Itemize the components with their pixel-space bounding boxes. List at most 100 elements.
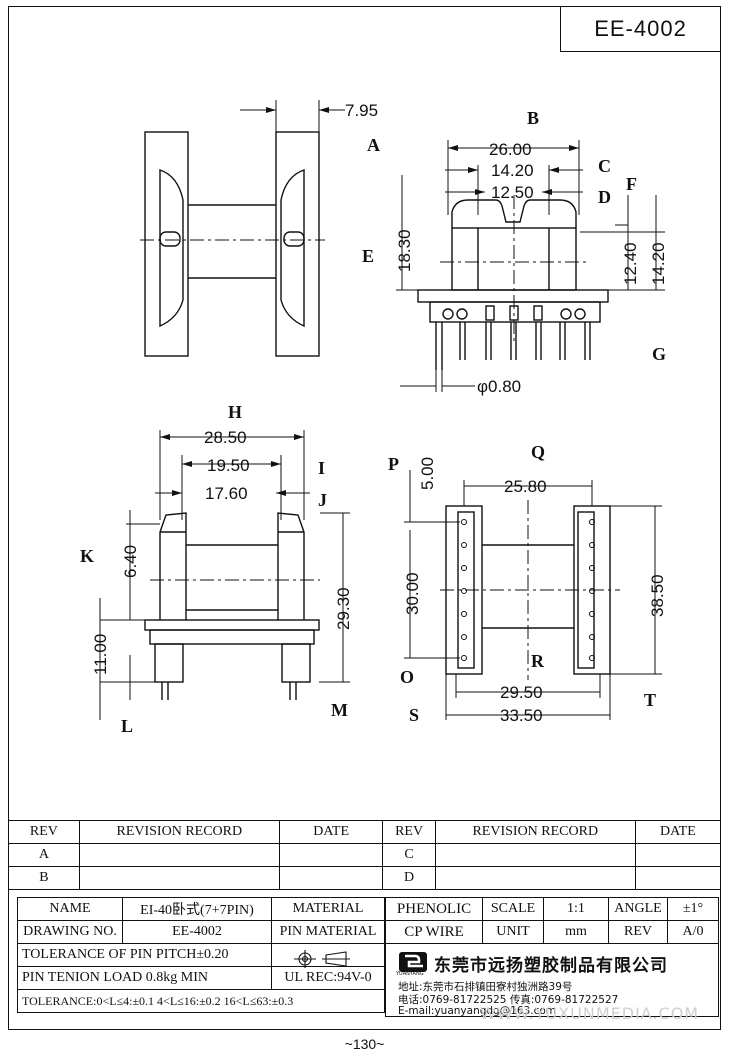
dim-29-50: 29.50: [500, 683, 543, 702]
dim-30-00: 30.00: [403, 572, 422, 615]
dim-26-00: 26.00: [489, 140, 532, 159]
date-cell: [634, 843, 722, 867]
pin-material-label: PIN MATERIAL: [271, 920, 385, 944]
company-address: 地址:东莞市石排镇田寮村独洲路39号: [398, 981, 573, 993]
label-i: I: [318, 458, 325, 478]
pin-load: PIN TENION LOAD 0.8kg MIN: [17, 966, 272, 990]
dim-14-20: 14.20: [491, 161, 534, 180]
dim-7-95: 7.95: [345, 101, 378, 120]
title-block-right: PHENOLIC SCALE 1:1 ANGLE ±1° CP WIRE UNI…: [385, 897, 719, 1017]
revision-table: REV REVISION RECORD DATE REV REVISION RE…: [8, 820, 722, 890]
ul-rec: UL REC:94V-0: [271, 966, 385, 990]
dim-14-20-right: 14.20: [649, 242, 668, 285]
dim-25-80: 25.80: [504, 477, 547, 496]
dim-11-00: 11.00: [91, 634, 110, 675]
label-k: K: [80, 546, 94, 566]
label-l: L: [121, 716, 133, 736]
rev-label: REV: [608, 920, 668, 944]
dim-17-60: 17.60: [205, 484, 248, 503]
revision-record-header-2: REVISION RECORD: [434, 820, 636, 844]
scale-value: 1:1: [543, 897, 609, 921]
technical-drawing: 7.95 A: [80, 100, 668, 736]
label-p: P: [388, 454, 399, 474]
date-header-2: DATE: [634, 820, 722, 844]
date-cell: [278, 866, 384, 890]
dim-38-50: 38.50: [648, 574, 667, 617]
company-phone-fax: 电话:0769-81722525 传真:0769-81722527: [398, 994, 619, 1006]
bottom-view: [404, 470, 662, 720]
label-r: R: [531, 651, 545, 671]
label-g: G: [652, 344, 666, 364]
dim-19-50: 19.50: [207, 456, 250, 475]
record-cell: [78, 866, 280, 890]
drawing-title: EE-4002: [594, 16, 687, 41]
material-label: MATERIAL: [271, 897, 385, 921]
label-a: A: [367, 135, 380, 155]
dim-5-00: 5.00: [418, 457, 437, 490]
pitch-tolerance: TOLERANCE OF PIN PITCH±0.20: [17, 943, 272, 967]
name-label: NAME: [17, 897, 123, 921]
title-block-left: NAME EI-40卧式(7+7PIN) MATERIAL DRAWING NO…: [17, 897, 385, 1013]
logo-text: YUANYANG: [396, 971, 424, 977]
label-m: M: [331, 700, 348, 720]
dim-pin-diameter: φ0.80: [477, 377, 521, 396]
date-header: DATE: [278, 820, 384, 844]
watermark: WWW.YUXUNMEDIA.COM: [480, 1004, 700, 1023]
label-c: C: [598, 156, 611, 176]
rev-cell: C: [382, 843, 436, 867]
tolerance-ranges: TOLERANCE:0<L≤4:±0.1 4<L≤16:±0.2 16<L≤63…: [17, 989, 385, 1013]
dim-28-50: 28.50: [204, 428, 247, 447]
table-row: B D: [8, 866, 722, 890]
pin-material-value: CP WIRE: [385, 920, 483, 944]
dim-12-50: 12.50: [491, 183, 534, 202]
title-box: EE-4002: [560, 6, 721, 52]
rev-cell: B: [8, 866, 80, 890]
label-h: H: [228, 402, 242, 422]
revision-header-row: REV REVISION RECORD DATE REV REVISION RE…: [8, 820, 722, 844]
label-s: S: [409, 705, 419, 725]
label-e: E: [362, 246, 374, 266]
dim-6-40: 6.40: [121, 545, 140, 578]
dim-33-50: 33.50: [500, 706, 543, 725]
name-value: EI-40卧式(7+7PIN): [122, 897, 272, 921]
section-view: [99, 430, 350, 720]
angle-label: ANGLE: [608, 897, 668, 921]
company-block: YUANYANG 东莞市远扬塑胶制品有限公司 地址:东莞市石排镇田寮村独洲路39…: [386, 947, 719, 1023]
drawing-no-label: DRAWING NO.: [17, 920, 123, 944]
unit-label: UNIT: [482, 920, 544, 944]
angle-value: ±1°: [667, 897, 719, 921]
label-t: T: [644, 690, 656, 710]
table-row: A C: [8, 843, 722, 867]
dim-18-30: 18.30: [395, 229, 414, 272]
drawing-sheet-border: [8, 6, 721, 1030]
scale-label: SCALE: [482, 897, 544, 921]
revision-record-header: REVISION RECORD: [78, 820, 280, 844]
label-j: J: [318, 490, 327, 510]
page-number: ~130~: [344, 1036, 385, 1052]
rev-cell: A: [8, 843, 80, 867]
date-cell: [634, 866, 722, 890]
front-view: [396, 140, 665, 392]
dim-12-40: 12.40: [621, 242, 640, 285]
label-d: D: [598, 187, 611, 207]
label-f: F: [626, 174, 637, 194]
record-cell: [78, 843, 280, 867]
label-b: B: [527, 108, 539, 128]
company-cell: [385, 943, 719, 1017]
material-value: PHENOLIC: [385, 897, 483, 921]
company-logo-icon: [399, 952, 427, 972]
date-cell: [278, 843, 384, 867]
drawing-no-value: EE-4002: [122, 920, 272, 944]
side-view: [140, 100, 345, 357]
company-email: E-mail:yuanyangdg@163.com: [398, 1005, 557, 1017]
unit-value: mm: [543, 920, 609, 944]
rev-header: REV: [8, 820, 80, 844]
rev-header-2: REV: [382, 820, 436, 844]
rev-value: A/0: [667, 920, 719, 944]
record-cell: [434, 843, 636, 867]
rev-cell: D: [382, 866, 436, 890]
projection-symbol-icon: [294, 950, 350, 968]
company-name: 东莞市远扬塑胶制品有限公司: [434, 956, 668, 976]
record-cell: [434, 866, 636, 890]
label-q: Q: [531, 442, 545, 462]
